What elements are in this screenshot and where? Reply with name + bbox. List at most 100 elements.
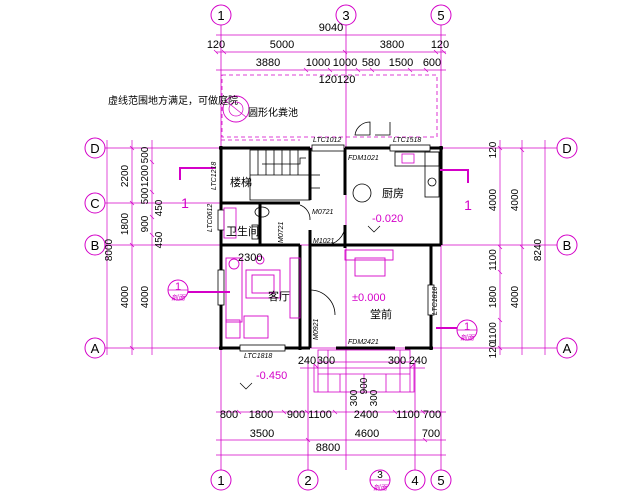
level-outside: -0.450 xyxy=(256,370,287,382)
courtyard-note: 虚线范围地方满足，可做庭院 xyxy=(108,94,238,107)
living-furniture xyxy=(225,255,301,339)
dim-right-b-1: 4000 xyxy=(510,285,521,308)
axis-row-right-b: B xyxy=(563,238,572,253)
dim-bot-r2-3: 1100 xyxy=(308,409,332,421)
axis-row-d: D xyxy=(90,141,99,156)
dim-right-a-3: 1800 xyxy=(488,285,499,308)
dim-bot-r2-0: 800 xyxy=(220,409,238,421)
level-hall: ±0.000 xyxy=(352,292,386,304)
dim-right-a-1: 4000 xyxy=(488,188,499,211)
room-hall-label: 堂前 xyxy=(370,307,392,321)
dim-left-b-0: 500 xyxy=(140,146,151,163)
dim-left-b-2: 500 xyxy=(140,187,151,204)
dim-step-0: 300 xyxy=(349,389,360,406)
dim-bot-r2-4: 2400 xyxy=(354,409,378,421)
entrance-steps xyxy=(313,349,415,393)
dim-bot-r1-2: 300 xyxy=(388,355,406,367)
courtyard-area xyxy=(221,74,438,138)
tag-d-bath-top: M0721 xyxy=(312,209,334,216)
dim-top-r3: 120120 xyxy=(319,74,356,86)
dim-left-b-3: 450 xyxy=(154,199,165,216)
tag-w-stair: LTC1218 xyxy=(211,162,218,190)
dim-top-r1-3: 120 xyxy=(431,39,449,51)
axis-bubbles xyxy=(84,4,578,491)
dim-left-a-0: 2200 xyxy=(120,164,131,187)
dim-top-r2-5: 600 xyxy=(423,57,441,69)
axis-col-3: 3 xyxy=(342,8,349,23)
axis-bottom-1: 1 xyxy=(217,473,224,488)
dim-step-1: 900 xyxy=(359,377,370,394)
dim-top-r1-0: 120 xyxy=(207,39,225,51)
dim-left-b-1: 1200 xyxy=(140,164,151,187)
tag-d-bath-side: M0721 xyxy=(278,221,285,243)
section-bubble-right-label: 剖面 xyxy=(460,334,475,342)
axis-bottom-2: 2 xyxy=(304,473,311,488)
dim-bot-r3-0: 3500 xyxy=(250,428,274,440)
room-living-label: 客厅 xyxy=(268,289,290,303)
dim-left-b-5: 450 xyxy=(154,231,165,248)
dim-left-b-4: 900 xyxy=(140,215,151,232)
dim-right-a-2: 1100 xyxy=(488,249,499,271)
dim-bot-r2-1: 1800 xyxy=(249,409,273,421)
dim-top-total: 9040 xyxy=(319,22,343,34)
axis-bottom-5: 5 xyxy=(437,473,444,488)
tag-d-kitchen2: M1021 xyxy=(313,238,335,245)
dim-bot-r2-5: 1100 xyxy=(396,409,420,421)
dim-bot-r3-1: 4600 xyxy=(355,428,379,440)
dim-bot-r3-2: 700 xyxy=(422,428,440,440)
room-bath-label: 卫生间 xyxy=(226,224,259,238)
dim-inner-width: 2300 xyxy=(238,252,262,264)
septic-tank-label: 圆形化粪池 xyxy=(248,106,298,119)
tag-w-bath: LTC0612 xyxy=(207,204,214,232)
dim-top-r2-3: 580 xyxy=(362,57,380,69)
dim-top-r2-0: 3880 xyxy=(256,57,280,69)
axis-row-b: B xyxy=(91,238,100,253)
dim-right-total: 8240 xyxy=(533,238,544,261)
dim-right-a-4: 1100 xyxy=(488,322,499,344)
axis-row-c: C xyxy=(90,196,99,211)
tag-d-living: M0921 xyxy=(313,318,320,340)
section-mark-left: 1 xyxy=(181,195,189,211)
dimension-lines xyxy=(106,34,546,456)
room-kitchen-label: 厨房 xyxy=(382,187,404,200)
dim-right-a-0: 120 xyxy=(488,141,499,158)
septic-tank xyxy=(222,95,250,123)
dim-top-r2-4: 1500 xyxy=(389,57,413,69)
axis-row-a: A xyxy=(91,341,100,356)
axis-col-5: 5 xyxy=(437,8,444,23)
axis-row-right-a: A xyxy=(563,341,572,356)
tag-w-top-left: LTC1012 xyxy=(313,137,341,144)
dim-bot-r1-1: 300 xyxy=(317,355,335,367)
hall-furniture xyxy=(344,249,394,277)
dim-top-r1-1: 5000 xyxy=(270,39,294,51)
axis-grid xyxy=(104,25,575,470)
dim-bot-r2-2: 900 xyxy=(287,409,305,421)
dim-top-r2-1: 1000 xyxy=(306,57,330,69)
kitchen-fixtures xyxy=(352,151,440,203)
tag-d-kitchen: FDM1021 xyxy=(348,155,379,162)
section-cuts xyxy=(179,167,469,329)
dim-step-2: 300 xyxy=(369,389,380,406)
bath-fixtures xyxy=(223,206,270,240)
dim-right-b-0: 4000 xyxy=(510,188,521,211)
dim-top-r1-2: 3800 xyxy=(380,39,404,51)
axis-bottom-3: 3 xyxy=(377,470,383,481)
dim-left-b-6: 4000 xyxy=(140,285,151,308)
dim-bot-r2-6: 700 xyxy=(423,409,441,421)
tag-w-top-right: LTC1518 xyxy=(393,137,421,144)
dim-left-total: 8000 xyxy=(104,238,115,261)
dim-left-a-1: 1800 xyxy=(120,212,131,235)
openings xyxy=(217,121,435,352)
dim-top-r2-2: 1000 xyxy=(333,57,357,69)
axis-row-right-d: D xyxy=(562,141,571,156)
dim-bot-r1-3: 240 xyxy=(409,355,427,367)
axis-bottom-4: 4 xyxy=(411,473,418,488)
section-bubble-left: 1 xyxy=(175,281,181,293)
walls xyxy=(219,146,443,350)
section-mark-right: 1 xyxy=(464,197,472,213)
section-bubble-right: 1 xyxy=(464,321,470,333)
tag-w-right: LTC1818 xyxy=(432,287,439,315)
section-bubble-left-label: 剖面 xyxy=(171,294,186,302)
room-stair-label: 楼梯 xyxy=(230,175,252,189)
